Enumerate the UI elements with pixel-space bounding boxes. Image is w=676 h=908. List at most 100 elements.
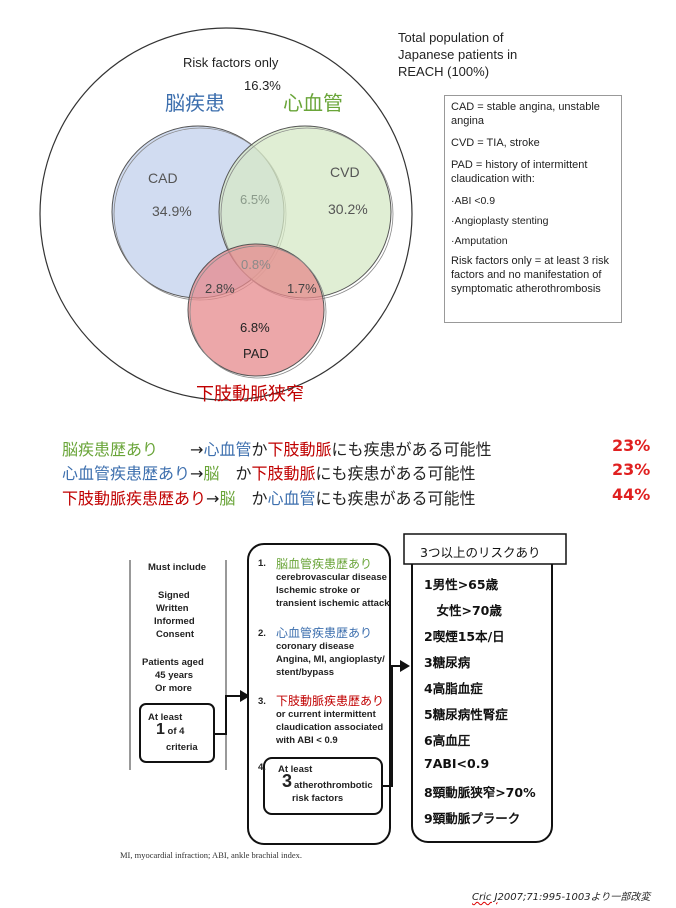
- criterion-1-jp: 脳血管疾患歴あり: [276, 557, 373, 571]
- criteria-flowchart: [129, 533, 567, 845]
- aged-line2: 45 years: [155, 670, 194, 681]
- pad-item-angioplasty: ·Angioplasty stenting: [451, 215, 549, 227]
- pad-definition: PAD = history of intermittent claudicati…: [451, 159, 588, 185]
- risk-header-box: [403, 533, 567, 565]
- footnote: MI, myocardial infraction; ABI, ankle br…: [120, 850, 302, 860]
- statement-subject: 下肢動脈疾患歴あり: [62, 489, 207, 508]
- criterion-1-en-2: Ischemic stroke or: [276, 585, 360, 596]
- citation-rest: 2007;71:995-1003より一部改変: [497, 892, 651, 903]
- statement-target-1: 脳: [203, 464, 220, 483]
- population-note-line1: Total population of: [398, 30, 504, 45]
- pad-circle-outline: [189, 245, 327, 379]
- statement-target-2: 下肢動脈: [251, 464, 316, 483]
- risk-item-1: 1男性>65歳: [424, 577, 499, 592]
- pad-item-amputation: ·Amputation: [451, 235, 508, 247]
- venn-diagram: Risk factors only 16.3% 脳疾患 心血管 CAD 34.9…: [39, 27, 517, 405]
- statement-target-2: 下肢動脈: [267, 440, 332, 459]
- criterion-4-atherothrombotic: atherothrombotic: [294, 780, 373, 791]
- statement-row-brain: 脳疾患歴あり →心血管か下肢動脈にも疾患がある可能性: [62, 436, 492, 460]
- population-note-line3: REACH (100%): [398, 64, 489, 79]
- signed-line1: Signed: [158, 590, 190, 601]
- statement-pct-heart: 23%: [612, 460, 651, 479]
- criterion-1-en-3: transient ischemic attack: [276, 598, 390, 609]
- pad-label: PAD: [243, 346, 269, 361]
- signed-line4: Consent: [156, 629, 194, 640]
- at-least-1-number: 1: [156, 721, 165, 738]
- criterion-3-en-3: with ABI < 0.9: [276, 735, 338, 746]
- statement-rest: にも疾患がある可能性: [331, 440, 492, 459]
- cvd-pad-pct: 1.7%: [287, 281, 317, 296]
- criterion-2-en-2: Angina, MI, angioplasty/: [276, 654, 385, 665]
- criterion-4-at-least: At least: [278, 764, 313, 775]
- criterion-3-en-2: claudication associated: [276, 722, 384, 733]
- statement-target-1: 脳: [219, 489, 236, 508]
- arrow-to-criteria-head: [240, 690, 250, 702]
- cad-pad-pct: 2.8%: [205, 281, 235, 296]
- center-pct: 0.8%: [241, 257, 271, 272]
- risk-definition: Risk factors only = at least 3 risk fact…: [451, 255, 610, 295]
- population-note-line2: Japanese patients in: [398, 47, 517, 62]
- jp-heart-label: 心血管: [283, 91, 343, 115]
- signed-line3: Informed: [154, 616, 195, 627]
- at-least-1-text: At least: [148, 712, 183, 723]
- aged-line3: Or more: [155, 683, 192, 694]
- pad-pct: 6.8%: [240, 320, 270, 335]
- risk-only-label: Risk factors only: [183, 55, 279, 70]
- risk-item-8: 8頸動脈狭窄>70%: [424, 785, 536, 800]
- signed-line2: Written: [156, 603, 189, 614]
- statement-row-leg: 下肢動脈疾患歴あり→脳 か心血管にも疾患がある可能性: [62, 485, 475, 509]
- criterion-2-en-1: coronary disease: [276, 641, 355, 652]
- pad-circle: [187, 243, 325, 377]
- statement-or: か: [235, 489, 268, 508]
- cad-cvd-pct: 6.5%: [240, 192, 270, 207]
- criterion-4-number: 4.: [258, 762, 266, 773]
- risk-item-3: 3糖尿病: [424, 655, 471, 670]
- statement-subject: 脳疾患歴あり: [62, 440, 159, 459]
- arrow-to-risk: [382, 665, 402, 787]
- must-include-label: Must include: [148, 562, 207, 573]
- aged-line1: Patients aged: [142, 657, 204, 668]
- risk-item-6: 6高血圧: [424, 733, 471, 748]
- criterion-3-jp: 下肢動脈疾患歴あり: [276, 694, 385, 708]
- statement-arrow: →: [206, 489, 220, 508]
- statement-target-2: 心血管: [267, 489, 316, 508]
- risk-item-5: 5糖尿病性腎症: [424, 707, 508, 722]
- risk-item-7: 7ABI<0.9: [424, 756, 490, 771]
- risk-item-1b: 女性>70歳: [424, 603, 502, 618]
- statement-or: か: [219, 464, 252, 483]
- statement-arrow: →: [158, 440, 204, 459]
- cvd-label: CVD: [330, 164, 360, 180]
- risk-header: 3つ以上のリスクあり: [420, 545, 541, 560]
- statement-rest: にも疾患がある可能性: [315, 489, 476, 508]
- risk-item-9: 9頸動脈プラーク: [424, 811, 521, 826]
- jp-brain-label: 脳疾患: [165, 91, 225, 115]
- risk-item-4: 4高脂血症: [424, 681, 483, 696]
- cad-label: CAD: [148, 170, 178, 186]
- criterion-3-en-1: or current intermittent: [276, 709, 376, 720]
- statement-pct-leg: 44%: [612, 485, 651, 504]
- cvd-pct: 30.2%: [328, 201, 368, 217]
- criterion-4-risk-factors: risk factors: [292, 793, 344, 804]
- statement-pct-brain: 23%: [612, 436, 651, 455]
- citation: Cric J2007;71:995-1003より一部改変: [472, 888, 650, 903]
- arrow-to-risk-head: [400, 660, 410, 672]
- citation-journal: Cric J: [472, 892, 498, 903]
- risk-only-pct: 16.3%: [244, 78, 281, 93]
- arrow-to-criteria: [214, 695, 240, 735]
- criterion-2-en-3: stent/bypass: [276, 667, 335, 678]
- cad-pct: 34.9%: [152, 203, 192, 219]
- statement-or: か: [251, 440, 268, 459]
- criterion-1-number: 1.: [258, 558, 266, 569]
- statement-subject: 心血管疾患歴あり: [62, 464, 191, 483]
- criterion-2-number: 2.: [258, 628, 266, 639]
- criterion-1-en-1: cerebrovascular disease: [276, 572, 387, 583]
- criterion-4-number-big: 3: [282, 771, 293, 791]
- criterion-2-jp: 心血管疾患歴あり: [276, 626, 373, 640]
- criterion-3-number: 3.: [258, 696, 266, 707]
- pad-item-abi: ·ABI <0.9: [451, 195, 496, 207]
- risk-item-2: 2喫煙15本/日: [424, 629, 505, 644]
- definitions-box: CAD = stable angina, unstable angina CVD…: [444, 95, 622, 323]
- statement-rest: にも疾患がある可能性: [315, 464, 476, 483]
- statement-arrow: →: [190, 464, 204, 483]
- cvd-definition: CVD = TIA, stroke: [451, 137, 540, 149]
